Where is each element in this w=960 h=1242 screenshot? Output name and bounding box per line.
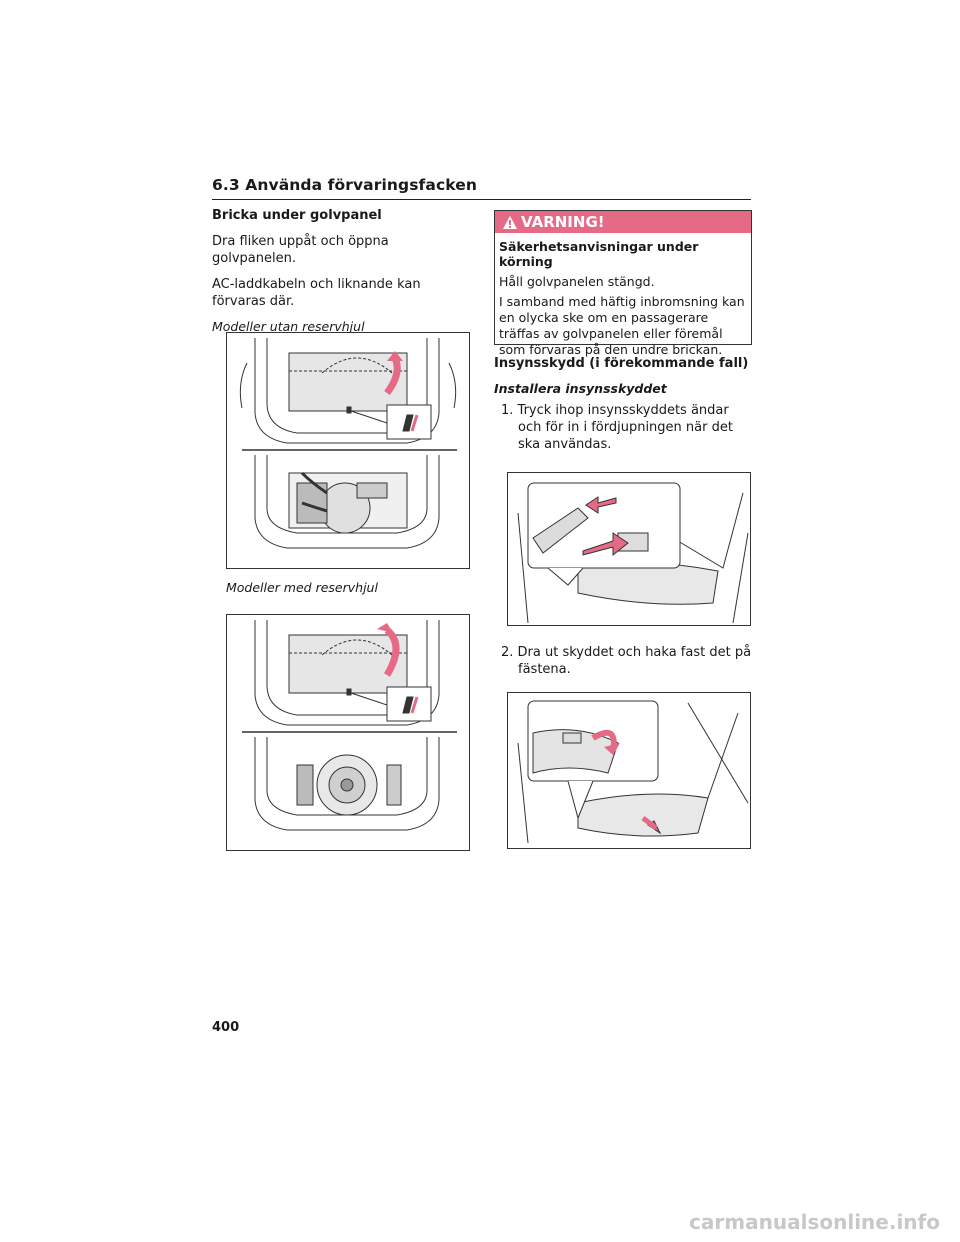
- warning-triangle-icon: [503, 215, 517, 229]
- caption-without-spare: Modeller utan reservhjul: [212, 319, 365, 334]
- warning-box: VARNING! Säkerhetsanvisningar under körn…: [494, 210, 752, 357]
- header-rule: [212, 199, 751, 200]
- figure-without-spare: [226, 332, 470, 569]
- subheading-install: Installera insynsskyddet: [494, 381, 667, 396]
- figure-attach-cover: [507, 692, 751, 849]
- para-pull-tab: Dra fliken uppåt och öppna golvpanelen.: [212, 234, 389, 266]
- heading-tonneau-cover: Insynsskydd (i förekommande fall): [494, 356, 749, 371]
- caption-with-spare: Modeller med reservhjul: [226, 580, 378, 595]
- figure-with-spare: [226, 614, 470, 851]
- warning-header: VARNING!: [495, 211, 751, 233]
- section-title: 6.3 Använda förvaringsfacken: [212, 176, 477, 194]
- step-2: 2. Dra ut skyddet och haka fast det på f…: [501, 645, 752, 677]
- warning-title: Säkerhetsanvisningar under körning: [499, 239, 699, 269]
- right-column: Insynsskydd (i förekommande fall) Instal…: [494, 356, 752, 453]
- warning-line2: I samband med häftig inbromsning kan en …: [499, 294, 745, 357]
- para-ac-cable: AC-laddkabeln och liknande kan förvaras …: [212, 277, 421, 309]
- heading-floor-tray: Bricka under golvpanel: [212, 208, 382, 223]
- warning-line1: Håll golvpanelen stängd.: [499, 274, 655, 289]
- page-number: 400: [212, 1020, 240, 1035]
- watermark: carmanualsonline.info: [689, 1210, 940, 1234]
- warning-label: VARNING!: [521, 213, 605, 231]
- step-1: 1. Tryck ihop insynsskyddets ändar och f…: [501, 403, 733, 452]
- figure-install-cover: [507, 472, 751, 626]
- left-column: Bricka under golvpanel Dra fliken uppåt …: [212, 208, 472, 334]
